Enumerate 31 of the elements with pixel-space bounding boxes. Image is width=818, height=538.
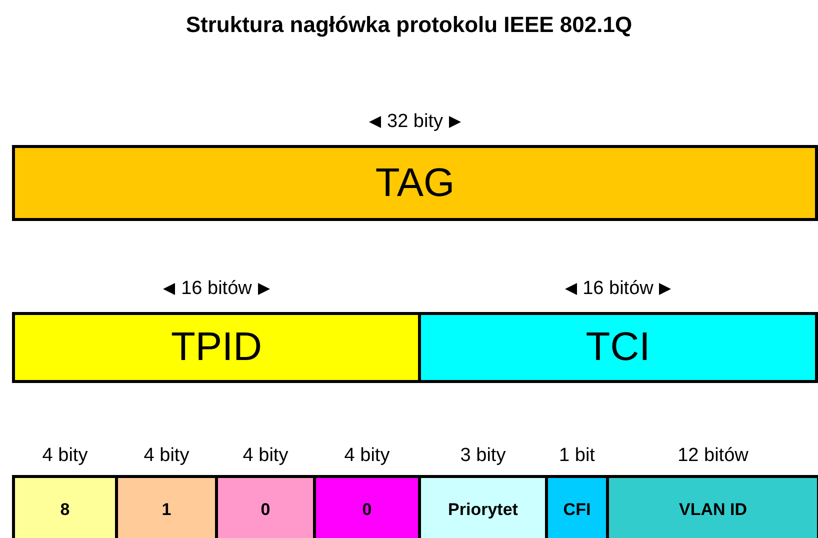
- bit-field-box: [313, 475, 421, 538]
- bit-field-box: [12, 475, 118, 538]
- bit-width-label: 4 bity: [344, 445, 390, 467]
- bit-field-box: [215, 475, 316, 538]
- bit-width-label: 4 bity: [242, 445, 288, 467]
- bit-width-label: 32 bity: [387, 111, 443, 133]
- bit-width-label: 16 bitów: [181, 278, 252, 300]
- field-bar: [12, 145, 818, 221]
- bit-field-box: [115, 475, 218, 538]
- bit-field-box: [606, 475, 818, 538]
- field-label: 1: [162, 500, 172, 520]
- bit-width-label: 4 bity: [42, 445, 88, 467]
- field-bar: [418, 312, 818, 383]
- field-label: 8: [60, 500, 70, 520]
- diagram-title: Struktura nagłówka protokolu IEEE 802.1Q: [184, 12, 634, 38]
- field-label: 0: [362, 500, 372, 520]
- bit-width-label: 1 bit: [559, 445, 595, 467]
- field-label: VLAN ID: [679, 500, 747, 520]
- field-label: TAG: [375, 160, 455, 206]
- bit-width-label: 3 bity: [460, 445, 506, 467]
- field-bar: [12, 312, 421, 383]
- field-label: CFI: [563, 500, 591, 520]
- field-label: TPID: [170, 325, 262, 370]
- bit-width-label: 12 bitów: [678, 445, 748, 467]
- bit-field-box: [545, 475, 609, 538]
- field-label: Priorytet: [448, 500, 518, 520]
- field-label: 0: [260, 500, 270, 520]
- field-label: TCI: [586, 325, 650, 370]
- bit-width-label: 4 bity: [144, 445, 190, 467]
- bit-field-box: [418, 475, 548, 538]
- bit-width-label: 16 bitów: [582, 278, 654, 300]
